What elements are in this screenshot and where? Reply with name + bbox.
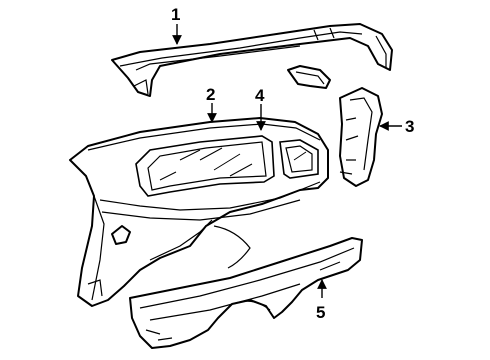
part-5-lower-extension: [129, 237, 363, 349]
part-3-lock-pillar: [287, 65, 383, 187]
part-2-quarter-panel: [69, 117, 329, 307]
callout-1: 1: [171, 5, 180, 24]
callout-4: 4: [255, 86, 265, 105]
callout-5: 5: [316, 303, 325, 322]
part-1-roof-rail: [111, 23, 393, 97]
callout-2: 2: [206, 85, 215, 104]
callout-3: 3: [405, 117, 414, 136]
